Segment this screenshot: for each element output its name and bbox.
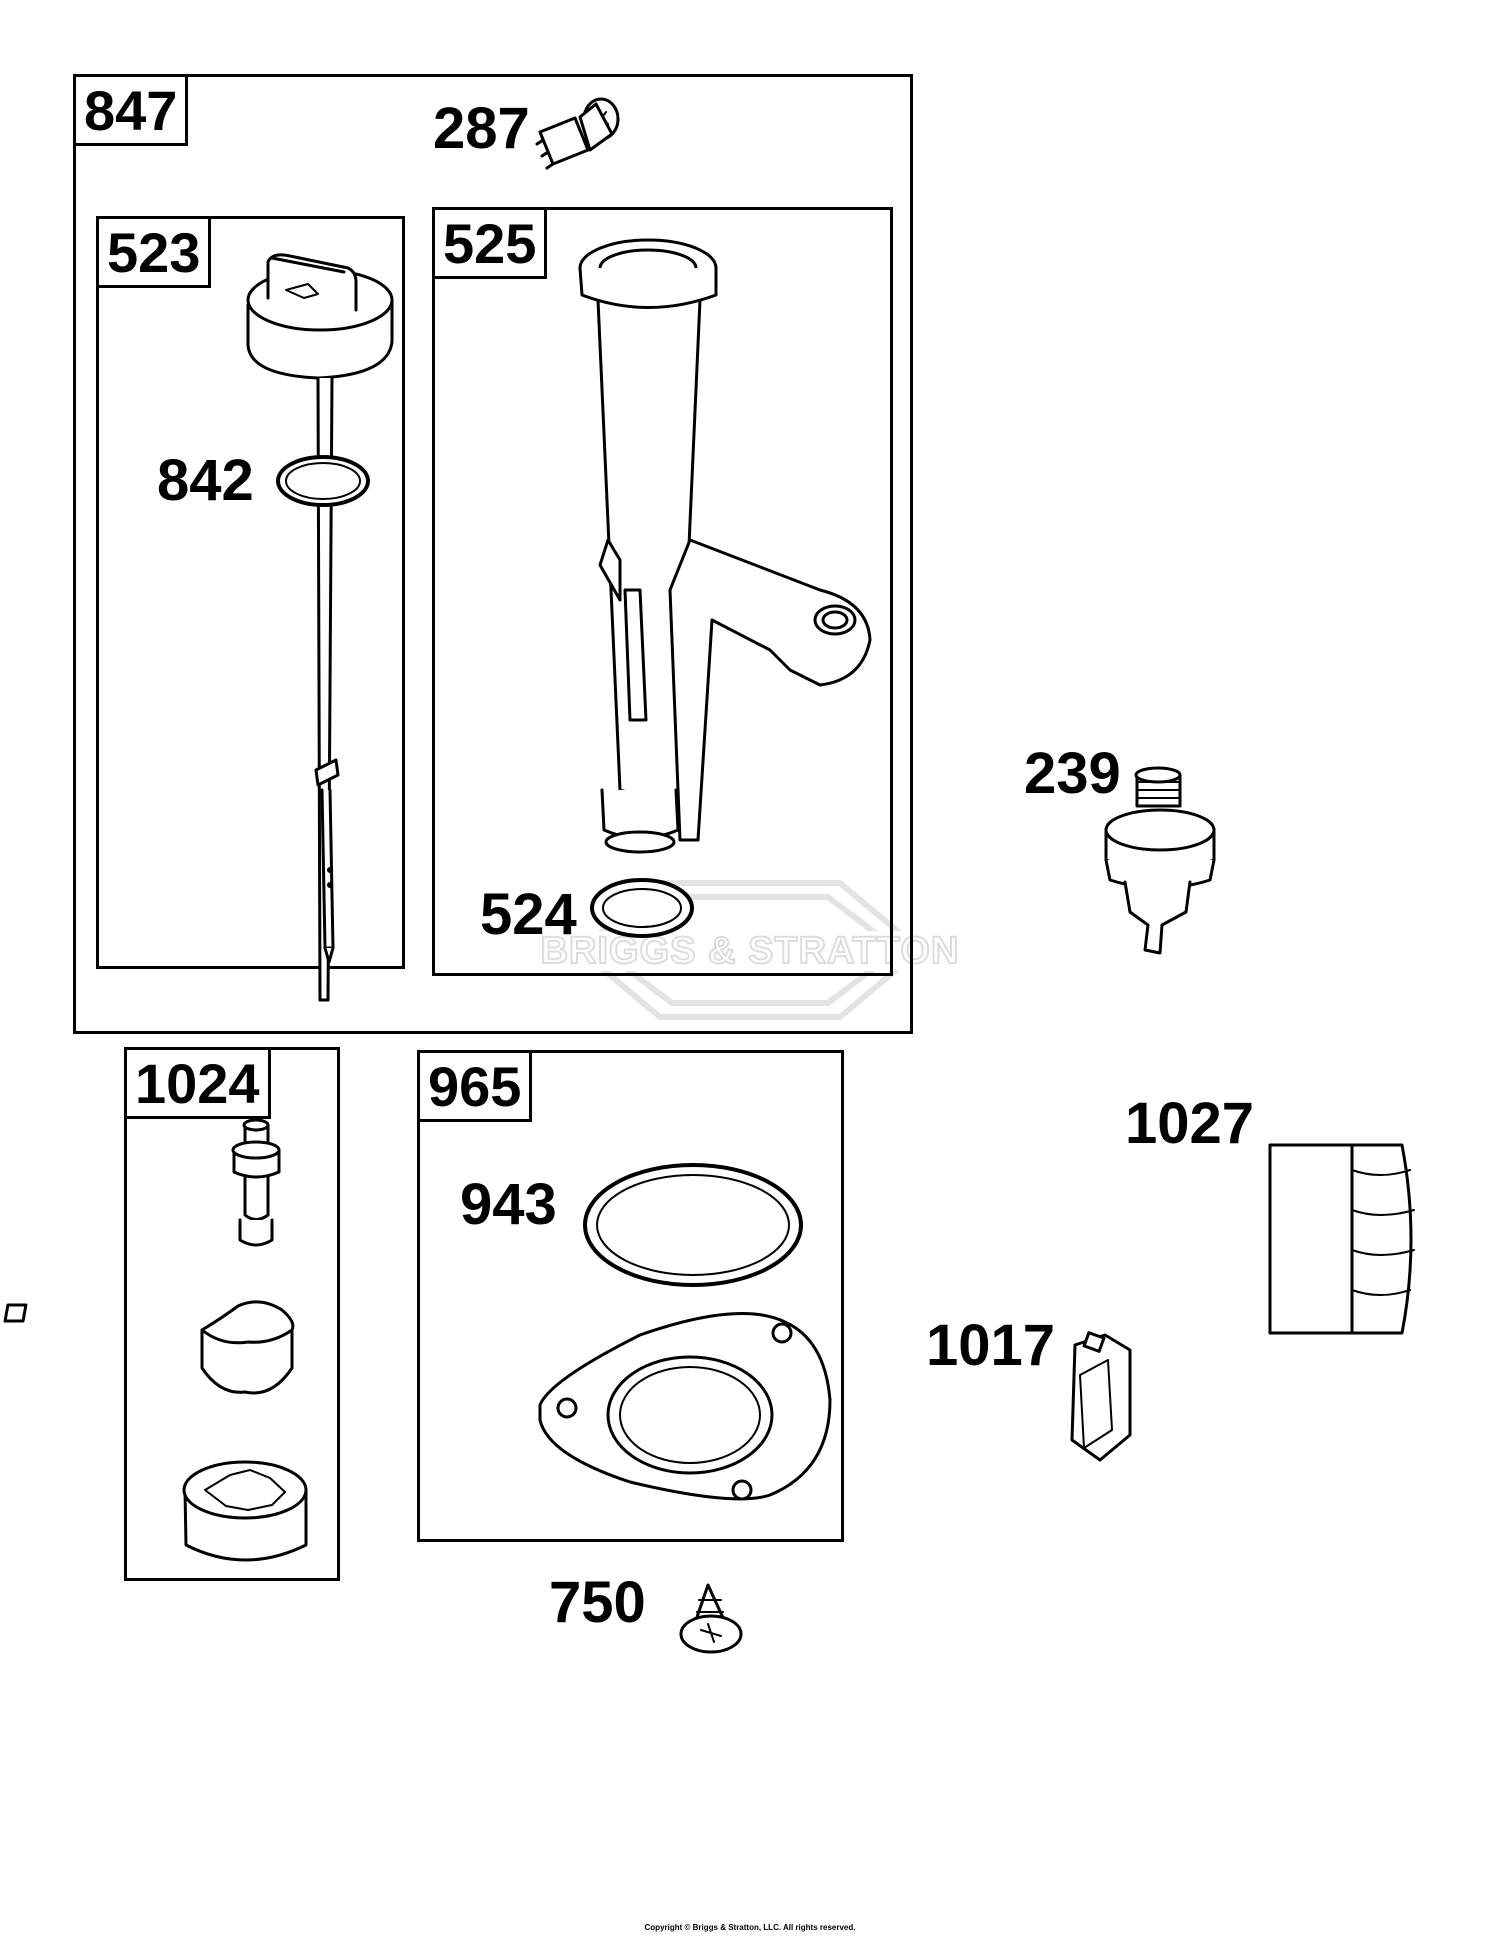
copyright-notice: Copyright © Briggs & Stratton, LLC. All … xyxy=(644,1923,856,1932)
dipstick-cap-523-icon xyxy=(246,253,394,1002)
screw-287-icon xyxy=(535,97,620,170)
kit-box-847: 847 xyxy=(73,74,913,1034)
kit-label-965: 965 xyxy=(417,1050,533,1122)
kit-box-965: 965 xyxy=(417,1050,844,1542)
filter-element-1017-icon xyxy=(1070,1331,1132,1462)
screw-750-icon xyxy=(679,1583,743,1654)
callout-239: 239 xyxy=(1024,741,1121,806)
callout-842: 842 xyxy=(157,448,254,513)
kit-label-525: 525 xyxy=(432,207,548,279)
kit-label-1024: 1024 xyxy=(124,1047,271,1119)
pump-rotor-inner-1024-icon xyxy=(3,1300,295,1395)
kit-label-523: 523 xyxy=(96,216,212,288)
callout-750: 750 xyxy=(549,1570,646,1635)
pump-rotor-outer-1024-icon xyxy=(182,1460,308,1562)
pump-shaft-1024-icon xyxy=(231,1118,281,1247)
briggs-stratton-watermark: BRIGGS & STRATTON xyxy=(540,880,960,1020)
kit-box-1024: 1024 xyxy=(124,1047,340,1581)
callout-1027: 1027 xyxy=(1125,1091,1255,1156)
kit-box-525: 525 xyxy=(432,207,893,976)
callout-287: 287 xyxy=(433,96,530,161)
oil-filter-1027-icon xyxy=(1268,1143,1415,1335)
callout-524: 524 xyxy=(480,882,577,947)
cover-plate-965-icon xyxy=(538,1312,832,1501)
callout-943: 943 xyxy=(460,1172,557,1237)
kit-label-847: 847 xyxy=(73,74,189,146)
dipstick-tube-525-icon xyxy=(578,238,872,854)
callout-1017: 1017 xyxy=(926,1313,1056,1378)
watermark-text: BRIGGS & STRATTON xyxy=(541,930,960,972)
oil-pressure-switch-239-icon xyxy=(1104,766,1216,955)
kit-box-523: 523 xyxy=(96,216,405,969)
